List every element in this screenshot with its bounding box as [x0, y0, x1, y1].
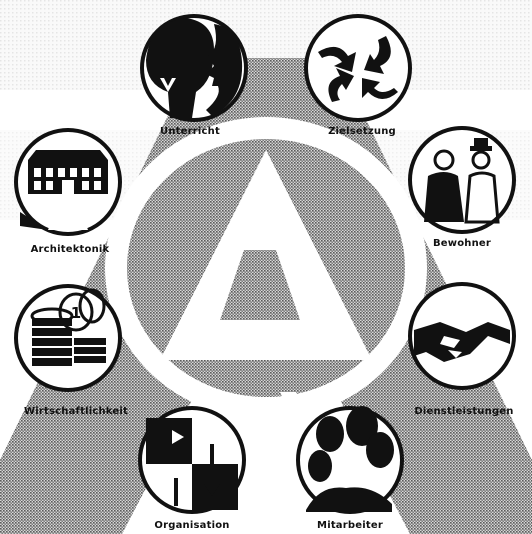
- building-icon: [20, 150, 108, 230]
- label-zielsetzung: Zielsetzung: [328, 126, 396, 137]
- node-bewohner: Bewohner: [408, 126, 516, 249]
- label-bewohner: Bewohner: [433, 238, 491, 249]
- node-zielsetzung: Zielsetzung: [304, 14, 412, 137]
- node-dienstleistungen: Dienstleistungen: [408, 282, 516, 417]
- label-unterricht: Unterricht: [160, 126, 220, 137]
- people-group-icon: [306, 406, 394, 512]
- node-unterricht: Unterricht: [140, 14, 248, 137]
- label-architektonik: Architektonik: [31, 244, 110, 255]
- coin-stacks-icon: 1: [30, 288, 106, 366]
- label-wirtschaftlichkeit: Wirtschaftlichkeit: [24, 406, 128, 417]
- label-dienstleistungen: Dienstleistungen: [414, 406, 513, 417]
- tree-faces-icon: [146, 18, 243, 118]
- svg-text:1: 1: [71, 304, 81, 322]
- converging-arrows-icon: [318, 36, 398, 102]
- node-organisation: Organisation: [138, 406, 246, 531]
- label-organisation: Organisation: [154, 520, 229, 531]
- node-mitarbeiter: Mitarbeiter: [296, 406, 404, 531]
- label-mitarbeiter: Mitarbeiter: [317, 520, 383, 531]
- handshake-icon: [414, 322, 510, 362]
- node-wirtschaftlichkeit: 1 Wirtschaftlichkeit: [14, 284, 128, 417]
- elderly-couple-icon: [424, 138, 500, 224]
- node-architektonik: Architektonik: [14, 128, 122, 255]
- flow-arrows-icon: [146, 418, 238, 510]
